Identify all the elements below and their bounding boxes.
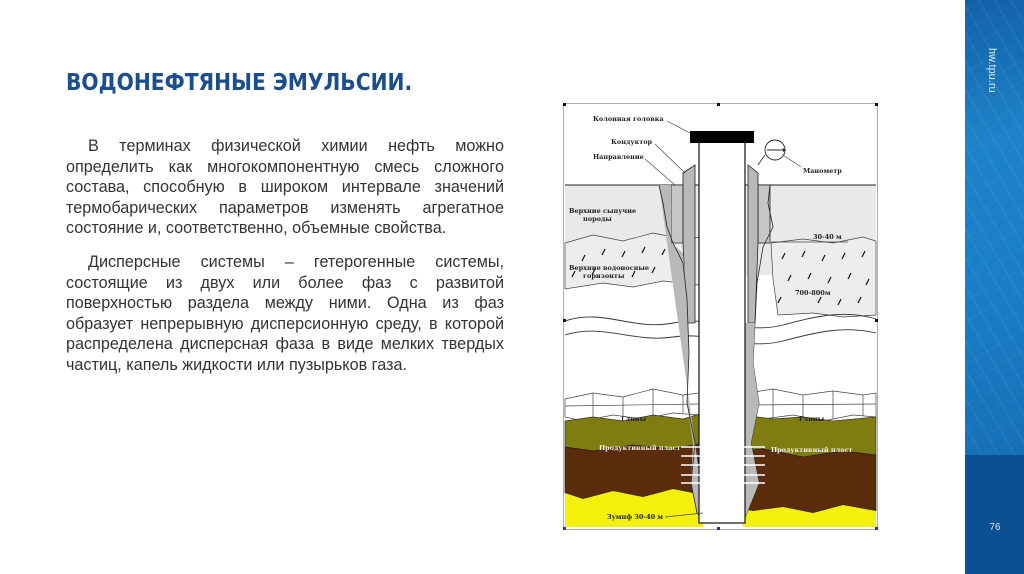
label-upper-loose-rocks-2: породы [583,215,612,223]
label-conductor: Кондуктор [611,138,653,146]
paragraph-oil-definition: В терминах физической химии нефть можно … [66,137,504,238]
label-direction: Направление [593,153,644,161]
slide-title: ВОДОНЕФТЯНЫЕ ЭМУЛЬСИИ. [66,70,413,96]
label-upper-aquifers-2: горизонты [583,272,625,280]
label-upper-loose-rocks-1: Верхние сыпучие [569,207,636,215]
label-clays-right: Глины [799,415,825,423]
label-upper-aquifers-1: Верхние водоносные [569,264,649,272]
well-diagram: Колонная головка Кондуктор Направление М… [563,103,878,530]
slide-body: В терминах физической химии нефть можно … [66,136,504,389]
label-column-head: Колонная головка [593,115,664,123]
label-manometer: Манометр [803,167,842,175]
label-productive-left: Продуктивный пласт [599,444,680,452]
label-sump: Зумпф 30-40 м [607,513,663,521]
label-depth-30-40: 30-40 м [813,233,842,241]
label-clays-left: Глины [621,415,647,423]
paragraph-disperse-systems: Дисперсные системы – гетерогенные систем… [66,252,504,374]
page-number: 76 [989,522,1001,533]
sidebar-footer-panel [965,455,1024,574]
sidebar-decorative-panel [965,0,1024,455]
label-depth-700-800: 700-800м [795,289,831,297]
label-productive-right: Продуктивный пласт [771,446,852,454]
site-url-label: hw.tpu.ru [986,48,998,93]
